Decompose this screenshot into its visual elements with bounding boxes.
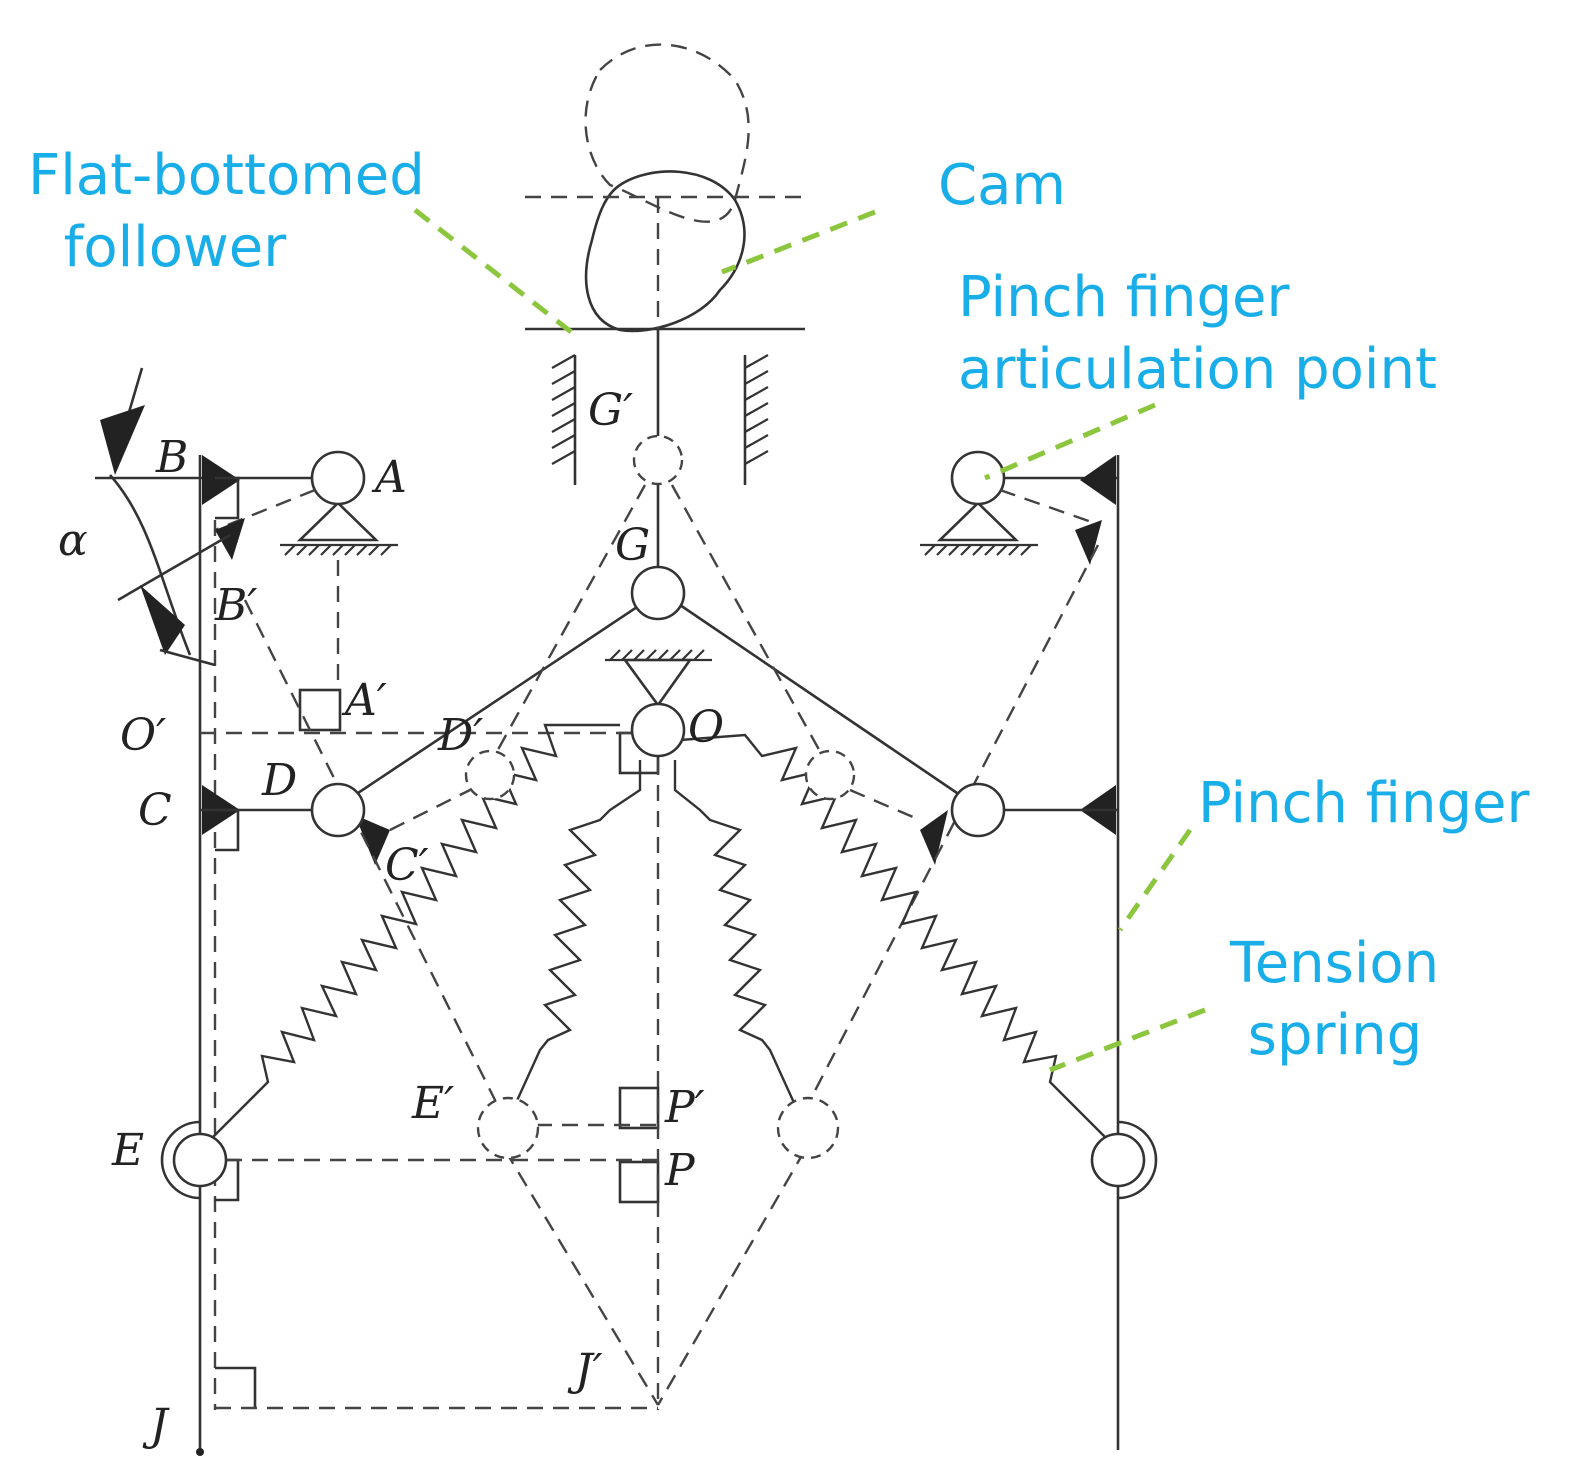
joint-e-prime xyxy=(476,1096,540,1160)
joint-e xyxy=(172,1132,228,1188)
callout-flat-bottomed-follower: Flat-bottomed follower xyxy=(28,143,425,280)
alpha-arrowhead-top xyxy=(100,405,145,475)
link-right-d-prime xyxy=(849,788,921,822)
label-j: J xyxy=(142,1400,170,1451)
joint-right-e xyxy=(1090,1132,1146,1188)
callout-cam: Cam xyxy=(938,153,1066,218)
label-d: D xyxy=(261,755,297,806)
joint-a xyxy=(310,450,366,506)
link-c-prime-d-prime xyxy=(389,788,471,832)
link-a-b-prime xyxy=(214,488,316,532)
cam-profile xyxy=(584,170,746,333)
right-pivot-ground-hatch xyxy=(924,544,1032,556)
alpha-ref-line-2 xyxy=(117,533,231,602)
callout-pinch-finger: Pinch finger xyxy=(1198,771,1530,836)
label-g-prime: G′ xyxy=(588,385,633,436)
joint-e-housing xyxy=(160,1120,201,1200)
alpha-arrowhead-bottom xyxy=(140,585,185,655)
right-e-prime-to-j-prime xyxy=(656,1149,807,1406)
callout-articulation-point: Pinch finger articulation point xyxy=(958,265,1437,402)
right-angle-b xyxy=(215,476,240,520)
label-a: A xyxy=(371,452,407,503)
weld-b-prime xyxy=(215,518,245,560)
weld-right-top-prime xyxy=(1075,520,1102,565)
joint-d xyxy=(310,782,366,838)
label-a-prime: A′ xyxy=(341,675,387,726)
point-j xyxy=(196,1448,204,1456)
joint-right-d-prime xyxy=(804,749,856,801)
joint-right-middle xyxy=(950,782,1006,838)
label-g: G xyxy=(615,520,650,571)
leader-cam xyxy=(721,209,876,275)
leader-finger xyxy=(1117,828,1193,932)
spring-right-inner xyxy=(673,760,797,1106)
joint-right-e-housing xyxy=(1117,1120,1158,1200)
weld-c-prime xyxy=(355,815,390,865)
label-p-prime: P′ xyxy=(664,1082,705,1133)
link-g-d xyxy=(354,603,641,797)
right-angle-j xyxy=(215,1366,257,1408)
o-support xyxy=(622,658,693,708)
right-link-dashed xyxy=(999,488,1101,527)
left-guide-rail xyxy=(551,354,577,485)
label-o: O xyxy=(688,702,724,753)
right-guide-rail xyxy=(743,354,769,485)
right-angle-p-prime xyxy=(618,1086,660,1130)
callout-tension-spring: Tension spring xyxy=(1230,931,1440,1068)
label-b-prime: B′ xyxy=(214,580,257,631)
leader-follower xyxy=(413,208,577,337)
right-angle-a-prime xyxy=(298,688,342,732)
leader-spring xyxy=(1049,1007,1206,1073)
label-c-prime: C′ xyxy=(385,840,429,891)
label-c: C xyxy=(138,785,172,836)
left-pivot-support xyxy=(296,501,380,542)
label-o-prime: O′ xyxy=(120,710,166,761)
right-articulation-joint xyxy=(950,450,1006,506)
joint-right-e-prime xyxy=(776,1096,840,1160)
joint-o xyxy=(630,702,686,758)
alpha-ref-line-3 xyxy=(159,648,216,667)
label-j-prime: J′ xyxy=(567,1345,603,1396)
right-pivot-support xyxy=(936,501,1020,542)
weld-right-top xyxy=(1080,455,1116,505)
b-prime-to-e-prime xyxy=(243,599,502,1111)
weld-b xyxy=(202,455,240,505)
left-pivot-ground-hatch xyxy=(284,544,392,556)
label-b: B xyxy=(155,432,188,483)
label-alpha: α xyxy=(58,515,88,566)
cam-dashed-profile xyxy=(584,43,750,223)
joint-d-prime xyxy=(464,749,516,801)
label-e: E xyxy=(111,1125,144,1176)
link-g-right xyxy=(679,603,961,797)
right-angle-p xyxy=(618,1160,660,1204)
leader-articulation xyxy=(984,402,1156,481)
spring-left-inner xyxy=(513,760,642,1106)
weld-right-middle-prime xyxy=(920,810,948,865)
label-p: P xyxy=(664,1145,696,1196)
label-d-prime: D′ xyxy=(437,710,483,761)
right-diag-dashed xyxy=(803,544,1100,1111)
o-ground-hatch xyxy=(609,649,705,661)
e-prime-to-j-prime xyxy=(503,1149,660,1406)
label-e-prime: E′ xyxy=(411,1078,454,1129)
joint-g-prime xyxy=(632,434,684,486)
joint-g xyxy=(630,565,686,621)
